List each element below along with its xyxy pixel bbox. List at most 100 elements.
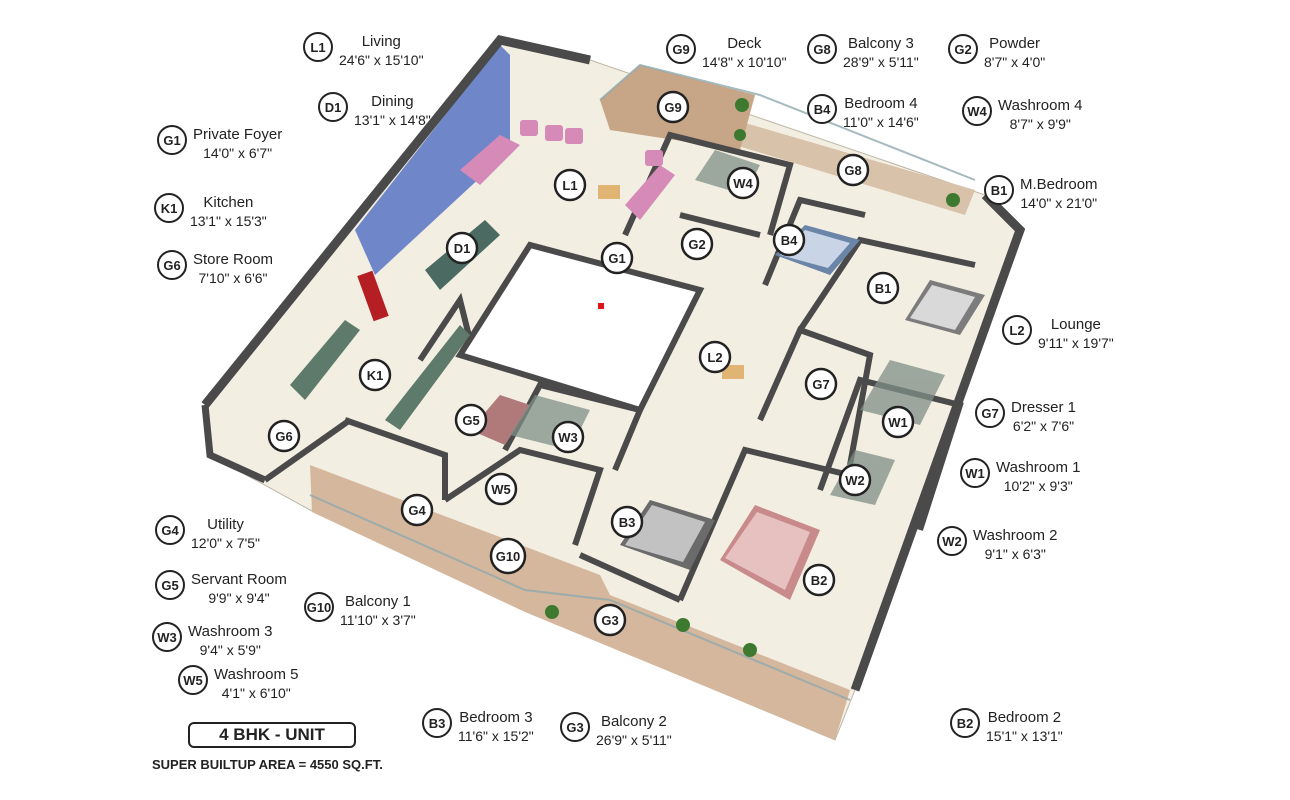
plan-marker-label: L2 <box>707 350 722 365</box>
legend-room-dimensions: 7'10" x 6'6" <box>198 270 268 286</box>
plan-marker-circle <box>838 463 872 497</box>
plan-marker-circle <box>836 153 870 187</box>
legend-room-dimensions: 14'0" x 21'0" <box>1020 195 1098 211</box>
legend-room-name: Living <box>361 33 401 50</box>
legend-room-dimensions: 8'7" x 4'0" <box>984 54 1046 70</box>
plan-marker-b4: B4 <box>772 223 806 257</box>
legend-badge: W2 <box>937 526 967 556</box>
plan-marker-label: G1 <box>608 251 625 266</box>
legend-badge: W4 <box>962 96 992 126</box>
legend-item-b1: B1 M.Bedroom 14'0" x 21'0" <box>984 175 1098 213</box>
plan-marker-label: W3 <box>558 430 578 445</box>
legend-room-dimensions: 13'1" x 14'8" <box>354 112 431 128</box>
legend-room-dimensions: 8'7" x 9'9" <box>1009 116 1071 132</box>
legend-room-name: Bedroom 4 <box>844 95 918 112</box>
plan-marker-circle <box>551 420 585 454</box>
railing-top <box>599 63 976 181</box>
courtyard-marker <box>598 303 604 309</box>
fridge <box>357 270 389 322</box>
plan-marker-label: G9 <box>664 100 681 115</box>
plan-marker-g6: G6 <box>267 419 301 453</box>
outer-wall-bottom-left <box>201 404 267 484</box>
legend-room-dimensions: 13'1" x 15'3" <box>190 213 267 229</box>
bed-g5 <box>470 395 530 445</box>
kitchen-counter-2 <box>385 325 470 430</box>
legend-room-name: Dresser 1 <box>1011 399 1077 416</box>
legend-text: M.Bedroom 14'0" x 21'0" <box>1020 175 1098 213</box>
kitchen-counter <box>290 320 360 400</box>
legend-badge: B4 <box>807 94 837 124</box>
accent-wall <box>355 45 510 275</box>
legend-badge: G9 <box>666 34 696 64</box>
plan-marker-circle <box>489 537 527 575</box>
legend-room-dimensions: 9'9" x 9'4" <box>208 590 270 606</box>
plan-marker-g1: G1 <box>600 241 634 275</box>
plan-marker-w3: W3 <box>551 420 585 454</box>
plan-marker-label: W4 <box>733 176 753 191</box>
legend-room-name: Bedroom 3 <box>459 709 533 726</box>
legend-badge: K1 <box>154 193 184 223</box>
legend-badge: G2 <box>948 34 978 64</box>
plan-marker-k1: K1 <box>358 358 392 392</box>
legend-room-dimensions: 10'2" x 9'3" <box>1003 478 1073 494</box>
legend-room-dimensions: 26'9" x 5'11" <box>596 732 672 748</box>
plan-marker-label: G8 <box>844 163 861 178</box>
plan-marker-circle <box>454 403 488 437</box>
legend-badge: B2 <box>950 708 980 738</box>
plan-marker-circle <box>804 367 838 401</box>
plan-marker-circle <box>726 166 760 200</box>
legend-badge: G8 <box>807 34 837 64</box>
plan-marker-label: B1 <box>875 281 892 296</box>
legend-badge: L2 <box>1002 315 1032 345</box>
legend-badge: G5 <box>155 570 185 600</box>
plan-marker-l1: L1 <box>553 168 587 202</box>
plan-marker-label: B3 <box>619 515 636 530</box>
legend-room-name: M.Bedroom <box>1020 176 1098 193</box>
plan-marker-b3: B3 <box>610 505 644 539</box>
legend-room-dimensions: 9'11" x 19'7" <box>1038 335 1114 351</box>
plan-marker-circle <box>680 227 714 261</box>
plan-marker-g7: G7 <box>804 367 838 401</box>
legend-room-name: Balcony 3 <box>847 35 914 52</box>
plan-marker-circle <box>553 168 587 202</box>
legend-badge: W1 <box>960 458 990 488</box>
bed-b3 <box>620 500 715 570</box>
legend-badge: G6 <box>157 250 187 280</box>
plan-marker-w2: W2 <box>838 463 872 497</box>
legend-badge: B1 <box>984 175 1014 205</box>
legend-badge: G10 <box>304 592 334 622</box>
legend-room-dimensions: 9'4" x 5'9" <box>199 642 261 658</box>
legend-room-name: Deck <box>727 35 762 52</box>
armchairs <box>520 120 663 166</box>
legend-badge: D1 <box>318 92 348 122</box>
lounge-table <box>722 365 744 379</box>
legend-room-name: Balcony 1 <box>344 593 411 610</box>
plan-marker-circle <box>656 90 690 124</box>
railing-bottom <box>309 494 851 701</box>
plan-marker-label: W2 <box>845 473 865 488</box>
plan-marker-label: G2 <box>688 237 705 252</box>
